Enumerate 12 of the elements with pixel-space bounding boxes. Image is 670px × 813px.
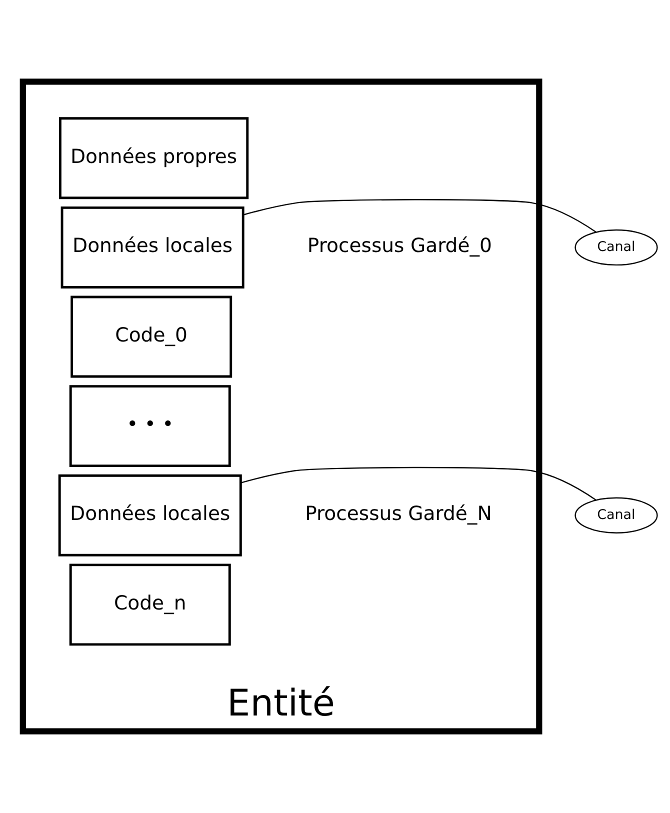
node-box: Code_0 — [70, 296, 232, 378]
label: Processus Gardé_N — [305, 502, 492, 526]
connector — [240, 466, 596, 501]
node-box: Données propres — [58, 117, 249, 200]
node-box: Données locales — [58, 474, 242, 556]
connector — [243, 199, 596, 233]
node-ellipse: Canal — [574, 497, 658, 534]
label: Processus Gardé_0 — [307, 234, 492, 258]
node-ellipse: Canal — [574, 229, 658, 266]
node-box: Code_n — [69, 564, 231, 646]
node-box: • • • — [69, 385, 231, 468]
node-box: Données locales — [60, 206, 244, 288]
